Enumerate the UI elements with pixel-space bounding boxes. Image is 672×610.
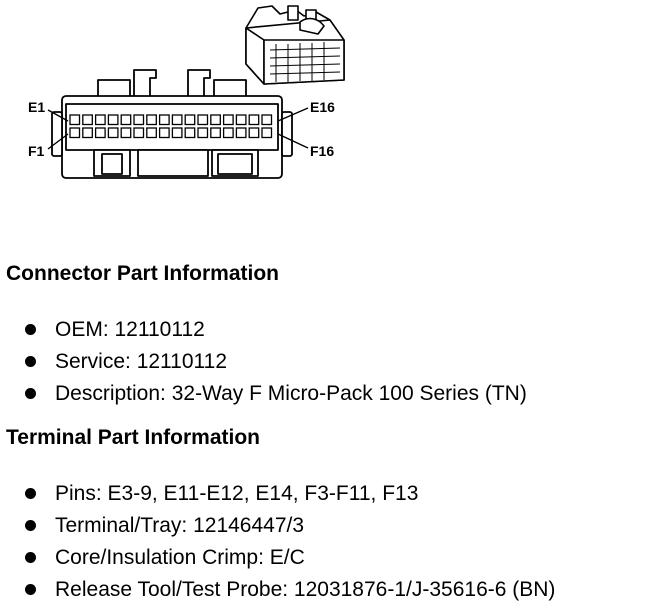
pin-cavity-e14 [235, 114, 247, 126]
bullet-icon [25, 488, 36, 499]
bullet-icon [25, 520, 36, 531]
pin-cavity-e6 [133, 114, 145, 126]
leader-lines [47, 107, 309, 150]
pin-cavity-f14 [235, 127, 247, 139]
pin-cavity-e4 [107, 114, 119, 126]
connector-diagram: E1 F1 E16 F16 [28, 5, 345, 179]
list-item: Terminal/Tray: 12146447/3 [0, 509, 555, 541]
pin-label-f16: F16 [310, 143, 334, 159]
pin-cavity-e13 [222, 114, 234, 126]
pin-cavity-f11 [197, 127, 209, 139]
bullet-icon [25, 388, 36, 399]
pin-cavity-e1 [69, 114, 81, 126]
pin-cavity-f9 [171, 127, 183, 139]
pin-cavity-f4 [107, 127, 119, 139]
pin-cavity-f16 [261, 127, 273, 139]
description-text: Description: 32-Way F Micro-Pack 100 Ser… [55, 382, 527, 405]
pin-cavities [69, 114, 273, 139]
pin-cavity-e3 [94, 114, 106, 126]
pin-cavity-e11 [197, 114, 209, 126]
list-item: Service: 12110112 [0, 345, 527, 377]
service-text: Service: 12110112 [55, 350, 228, 373]
pin-cavity-e16 [261, 114, 273, 126]
pin-cavity-e2 [82, 114, 93, 126]
bullet-icon [25, 356, 36, 367]
bullet-icon [25, 324, 36, 335]
oem-text: OEM: 12110112 [55, 318, 205, 341]
connector-3d-view [245, 5, 345, 85]
pin-cavity-e12 [210, 114, 221, 126]
pin-label-e16: E16 [310, 99, 335, 115]
bullet-icon [25, 584, 36, 595]
list-item: Release Tool/Test Probe: 12031876-1/J-35… [0, 573, 555, 605]
list-item: Core/Insulation Crimp: E/C [0, 541, 555, 573]
pin-cavity-f3 [94, 127, 106, 139]
pin-cavity-f5 [120, 127, 132, 139]
pin-cavity-e8 [158, 114, 170, 126]
list-item: Description: 32-Way F Micro-Pack 100 Ser… [0, 377, 527, 409]
pin-cavity-f2 [82, 127, 93, 139]
terminal-tray-text: Terminal/Tray: 12146447/3 [55, 514, 305, 537]
terminal-info-list: Pins: E3-9, E11-E12, E14, F3-F11, F13 Te… [0, 477, 555, 605]
pin-label-e1: E1 [28, 99, 45, 115]
pin-cavity-f10 [184, 127, 196, 139]
connector-info-list: OEM: 12110112 Service: 12110112 Descript… [0, 313, 527, 409]
list-item: OEM: 12110112 [0, 313, 527, 345]
pin-cavity-f12 [210, 127, 221, 139]
pin-cavity-e7 [146, 114, 157, 126]
pin-cavity-e5 [120, 114, 132, 126]
pin-cavity-e10 [184, 114, 196, 126]
list-item: Pins: E3-9, E11-E12, E14, F3-F11, F13 [0, 477, 555, 509]
connector-part-information-heading: Connector Part Information [6, 262, 280, 285]
pin-cavity-f1 [69, 127, 81, 139]
bullet-icon [25, 552, 36, 563]
pin-label-f1: F1 [28, 143, 45, 159]
pin-cavity-f13 [222, 127, 234, 139]
pin-cavity-f8 [158, 127, 170, 139]
terminal-part-information-heading: Terminal Part Information [6, 426, 260, 449]
core-insulation-crimp-text: Core/Insulation Crimp: E/C [55, 546, 305, 569]
pin-cavity-f15 [248, 127, 260, 139]
pin-cavity-e9 [171, 114, 183, 126]
pins-text: Pins: E3-9, E11-E12, E14, F3-F11, F13 [55, 482, 419, 505]
pin-cavity-e15 [248, 114, 260, 126]
release-tool-text: Release Tool/Test Probe: 12031876-1/J-35… [55, 578, 556, 601]
pin-cavity-f6 [133, 127, 145, 139]
pin-cavity-f7 [146, 127, 157, 139]
